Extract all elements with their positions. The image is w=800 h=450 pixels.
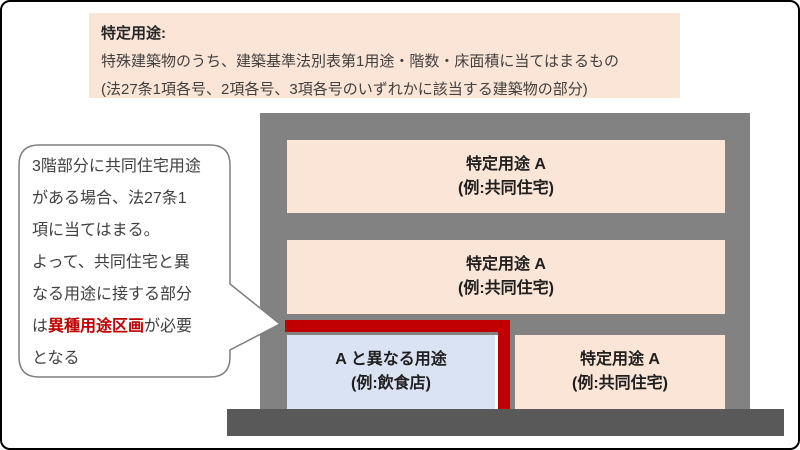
floor-2-label-line1: 特定用途 A <box>465 256 546 273</box>
bubble-line-7: となる <box>32 350 80 367</box>
bubble-line-6-before: は <box>32 318 49 335</box>
fire-compartment-line-horizontal <box>285 320 510 332</box>
bubble-line-2: がある場合、法27条1 <box>32 190 187 207</box>
floor-2-box: 特定用途 A (例:共同住宅) <box>287 240 725 314</box>
bubble-line-1: 3階部分に共同住宅用途 <box>32 158 201 175</box>
floor-3-label-line1: 特定用途 A <box>465 155 546 173</box>
fire-compartment-line-vertical <box>498 320 510 409</box>
floor-1-specified-use-label-line2: (例:共同住宅) <box>572 375 668 392</box>
ground-bar <box>227 409 784 436</box>
speech-bubble-outline <box>18 144 282 378</box>
speech-bubble-shape <box>18 144 282 378</box>
floor-1-different-use-label-line1: A と異なる用途 <box>335 351 447 368</box>
floor-2-label-line2: (例:共同住宅) <box>458 280 554 297</box>
floor-1-specified-use-label-line1: 特定用途 A <box>579 351 660 368</box>
bubble-line-5: なる用途に接する部分 <box>32 286 193 303</box>
definition-body-line1: 特殊建築物のうち、建築基準法別表第1用途・階数・床面積に当てはまるもの <box>101 53 620 70</box>
definition-box: 特定用途: 特殊建築物のうち、建築基準法別表第1用途・階数・床面積に当てはまるも… <box>89 13 680 98</box>
floor-3-box: 特定用途 A (例:共同住宅) <box>287 140 725 213</box>
speech-bubble-text: 3階部分に共同住宅用途 がある場合、法27条1 項に当てはまる。 よって、共同住… <box>32 151 232 375</box>
bubble-line-6-after: が必要 <box>144 318 193 335</box>
bubble-line-4: よって、共同住宅と異 <box>32 254 190 271</box>
floor-1-specified-use-box: 特定用途 A (例:共同住宅) <box>515 335 725 409</box>
floor-1-different-use-label-line2: (例:飲食店) <box>351 375 431 392</box>
different-use-compartment-highlight: 異種用途区画 <box>48 318 145 335</box>
floor-3-label-line2: (例:共同住宅) <box>458 179 554 197</box>
bubble-line-3: 項に当てはまる。 <box>32 222 160 239</box>
floor-1-different-use-box: A と異なる用途 (例:飲食店) <box>287 335 498 409</box>
definition-title: 特定用途: <box>101 25 166 42</box>
bubble-line-6: は異種用途区画が必要 <box>32 311 232 343</box>
definition-body-line2: (法27条1項各号、2項各号、3項各号のいずれかに該当する建築物の部分) <box>101 81 588 98</box>
